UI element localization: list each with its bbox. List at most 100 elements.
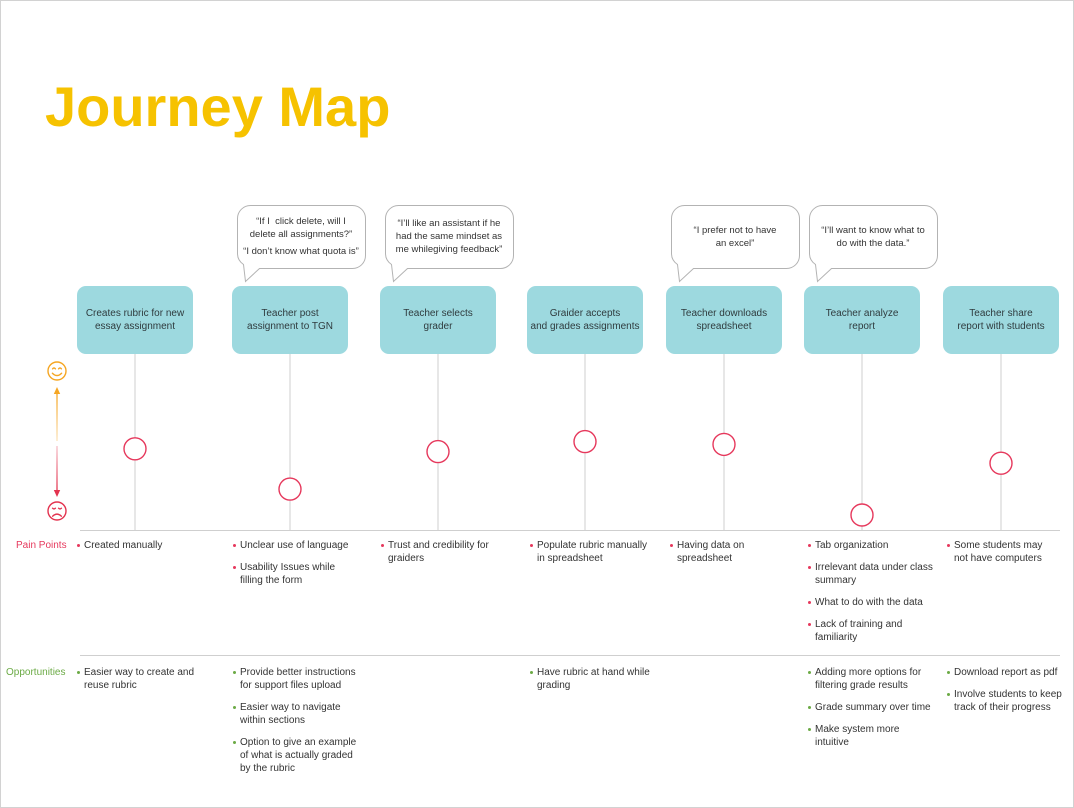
opportunity-bullet-dot — [808, 670, 812, 675]
stage-3-pain-points-list: Trust and credibility for graiders — [381, 539, 501, 574]
stage-2-box: Teacher post assignment to TGN — [232, 286, 348, 354]
opportunity-text: Easier way to navigate within sections — [240, 702, 341, 726]
pain-point-text: Irrelevant data under class summary — [815, 562, 933, 586]
opportunity-item: Grade summary over time — [808, 701, 931, 714]
opportunity-text: Adding more options for filtering grade … — [815, 667, 922, 691]
stage-7-label: Teacher share report with students — [957, 308, 1045, 332]
stage-3-quote-1: “I’ll like an assistant if he had the sa… — [395, 218, 503, 255]
stage-5-pain-points-list: Having data on spreadsheet — [670, 539, 790, 574]
stage-1-pain-points-list: Created manually — [77, 539, 197, 561]
opportunity-item: Involve students to keep track of their … — [947, 688, 1067, 714]
stage-3-quote-text: “I’ll like an assistant if he had the sa… — [385, 205, 513, 268]
opportunity-text: Make system more intuitive — [815, 724, 900, 748]
pain-point-item: Populate rubric manually in spreadsheet — [530, 539, 650, 565]
pain-point-bullet-dot — [808, 600, 812, 605]
opportunity-bullet-dot — [808, 727, 812, 732]
stage-6-emotion-marker — [850, 503, 874, 527]
arrow-up-icon — [53, 387, 61, 441]
pain-point-bullet-dot — [77, 543, 81, 548]
stage-6-quote-1: “I’ll want to know what to do with the d… — [821, 224, 925, 249]
stage-2-emotion-marker — [278, 477, 302, 501]
pain-point-text: Tab organization — [815, 540, 889, 551]
stage-2-quote-1: “If I click delete, will I delete all as… — [249, 216, 353, 240]
stage-6-label: Teacher analyze report — [825, 308, 899, 332]
opportunity-text: Download report as pdf — [954, 667, 1058, 678]
stage-6-quote-text: “I’ll want to know what to do with the d… — [809, 205, 937, 268]
pain-point-text: Having data on spreadsheet — [677, 540, 745, 564]
pain-point-item: Irrelevant data under class summary — [808, 561, 933, 587]
pain-point-bullet-dot — [808, 622, 812, 627]
opportunity-bullet-dot — [947, 670, 951, 675]
stage-1-opportunitys-list: Easier way to create and reuse rubric — [77, 666, 197, 701]
opportunity-bullet-dot — [808, 705, 812, 710]
stage-5-quote-1: “I prefer not to have an excel” — [693, 224, 777, 249]
opportunity-text: Grade summary over time — [815, 702, 931, 713]
stage-5-box: Teacher downloads spreadsheet — [666, 286, 782, 354]
stage-4-pain-points-list: Populate rubric manually in spreadsheet — [530, 539, 650, 574]
pain-point-item: Having data on spreadsheet — [670, 539, 790, 565]
pain-point-text: Trust and credibility for graiders — [388, 540, 489, 564]
pain-point-item: Tab organization — [808, 539, 928, 552]
pain-point-bullet-dot — [233, 543, 237, 548]
pain-point-text: Unclear use of language — [240, 540, 349, 551]
opportunity-text: Provide better instructions for support … — [240, 667, 356, 691]
opportunity-item: Download report as pdf — [947, 666, 1067, 679]
opportunity-text: Option to give an example of what is act… — [240, 737, 357, 774]
pain-point-bullet-dot — [808, 565, 812, 570]
pain-point-text: Created manually — [84, 540, 163, 551]
opportunity-item: Make system more intuitive — [808, 723, 928, 749]
stage-3-emotion-marker — [426, 439, 450, 464]
stage-5-label: Teacher downloads spreadsheet — [680, 308, 768, 332]
pain-point-text: Lack of training and familiarity — [815, 619, 903, 643]
pain-point-item: Created manually — [77, 539, 197, 552]
pain-point-bullet-dot — [947, 543, 951, 548]
opportunity-item: Provide better instructions for support … — [233, 666, 356, 692]
stage-6-quote-bubble — [809, 205, 938, 283]
stage-2-quote-2: “I don’t know what quota is” — [243, 246, 359, 257]
stage-7-box: Teacher share report with students — [943, 286, 1059, 354]
stage-5-emotion-marker — [712, 432, 736, 457]
stage-2-label: Teacher post assignment to TGN — [247, 308, 333, 332]
sad-face-icon — [47, 501, 67, 521]
pain-point-item: What to do with the data — [808, 596, 928, 609]
stage-2-opportunitys-list: Provide better instructions for support … — [233, 666, 357, 784]
pain-point-item: Trust and credibility for graiders — [381, 539, 501, 565]
stage-2-quote-bubble — [237, 205, 366, 283]
stage-5-quote-bubble — [671, 205, 800, 283]
smiley-face-icon — [47, 361, 67, 381]
pain-point-text: Populate rubric manually in spreadsheet — [537, 540, 648, 564]
opportunity-bullet-dot — [77, 670, 81, 675]
stage-5-quote-text: “I prefer not to have an excel” — [671, 205, 799, 268]
page-title: Journey Map — [45, 75, 391, 138]
pain-point-text: Usability Issues while filling the form — [240, 562, 336, 586]
pain-point-item: Unclear use of language — [233, 539, 353, 552]
stage-4-emotion-marker — [573, 429, 597, 454]
emotion-scale — [47, 361, 67, 521]
pain-point-bullet-dot — [808, 543, 812, 548]
opportunity-bullet-dot — [233, 670, 237, 675]
pain-point-bullet-dot — [233, 565, 237, 570]
stage-4-box: Graider accepts and grades assignments — [527, 286, 643, 354]
pain-point-text: Some students may not have computers — [954, 540, 1043, 564]
stage-6-opportunitys-list: Adding more options for filtering grade … — [808, 666, 931, 758]
pain-point-bullet-dot — [381, 543, 385, 548]
opportunity-item: Adding more options for filtering grade … — [808, 666, 928, 692]
opportunity-bullet-dot — [530, 670, 534, 675]
stage-3-quote-bubble — [385, 205, 514, 283]
stage-3-box: Teacher selects grader — [380, 286, 496, 354]
stage-7-emotion-marker — [989, 451, 1013, 475]
pain-point-bullet-dot — [670, 543, 674, 548]
opportunity-bullet-dot — [947, 692, 951, 697]
opportunity-bullet-dot — [233, 740, 237, 745]
stage-6-box: Teacher analyze report — [804, 286, 920, 354]
quote-bubbles — [237, 205, 938, 283]
opportunity-bullet-dot — [233, 705, 237, 710]
stage-4-label: Graider accepts and grades assignments — [530, 308, 640, 332]
opportunity-item: Easier way to navigate within sections — [233, 701, 353, 727]
pain-point-item: Some students may not have computers — [947, 539, 1067, 565]
